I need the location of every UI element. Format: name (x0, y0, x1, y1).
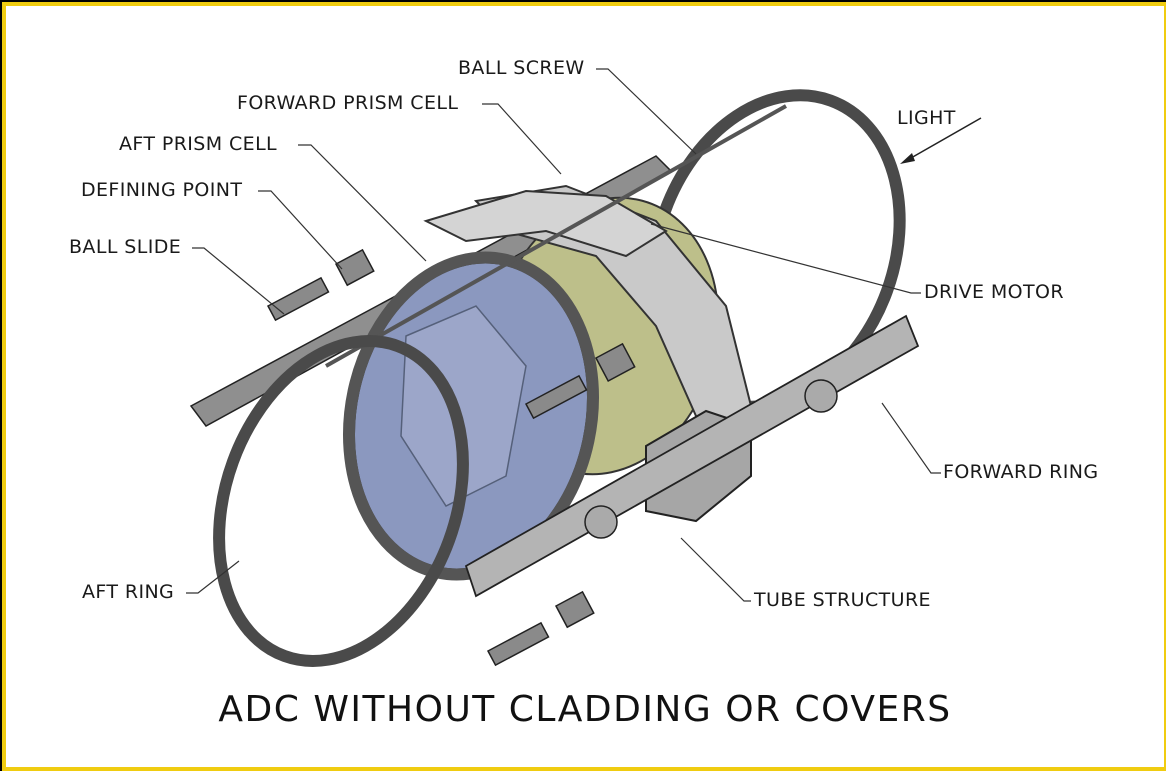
label-forward-prism-cell: FORWARD PRISM CELL (237, 92, 459, 114)
label-aft-ring: AFT RING (82, 581, 175, 603)
label-light: LIGHT (897, 107, 956, 129)
label-forward-ring: FORWARD RING (943, 461, 1099, 483)
leader-ball-screw (596, 68, 697, 155)
light-arrowhead (900, 153, 915, 164)
leader-forward-prism-cell (482, 103, 562, 175)
label-aft-prism-cell: AFT PRISM CELL (119, 133, 278, 155)
ball-slide-lower (486, 590, 595, 667)
rail-bearing (584, 505, 618, 539)
aft-prism-facet (400, 305, 527, 507)
ball-screw (325, 104, 787, 368)
leader-aft-prism-cell (298, 144, 427, 262)
label-defining-point: DEFINING POINT (81, 179, 243, 201)
label-drive-motor: DRIVE MOTOR (924, 281, 1064, 303)
figure-caption: ADC WITHOUT CLADDING OR COVERS (218, 689, 952, 730)
label-ball-slide: BALL SLIDE (69, 236, 182, 258)
light-arrow (903, 117, 982, 163)
leader-drive-motor (650, 223, 921, 294)
rail-bearing (804, 379, 838, 413)
front-rail (464, 314, 920, 598)
drive-motor-assembly (524, 342, 636, 420)
leader-ball-slide (192, 247, 285, 315)
leader-forward-ring (881, 402, 941, 474)
aft-ring (213, 335, 469, 667)
leader-tube-structure (680, 537, 751, 602)
leader-aft-ring (186, 560, 240, 594)
label-tube-structure: TUBE STRUCTURE (754, 589, 931, 611)
ball-slide-upper (266, 248, 375, 322)
adc-illustration (186, 68, 982, 667)
leader-defining-point (258, 190, 343, 270)
label-ball-screw: BALL SCREW (458, 57, 585, 79)
